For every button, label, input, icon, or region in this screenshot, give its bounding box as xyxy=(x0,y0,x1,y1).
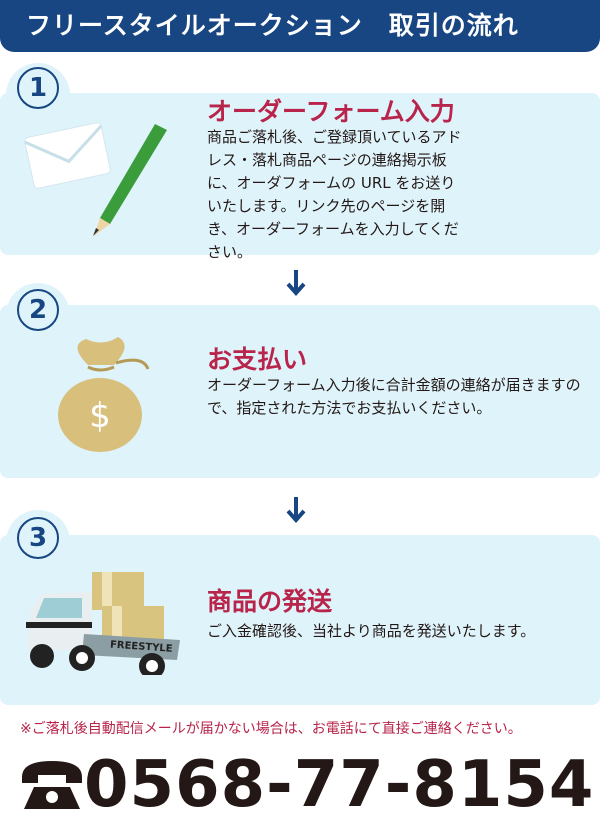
telephone-icon xyxy=(22,761,82,809)
step-3-title: 商品の発送 xyxy=(207,587,333,616)
arrow-down-icon xyxy=(286,270,306,296)
truck-label: FREESTYLE xyxy=(110,639,173,654)
step-2-title: お支払い xyxy=(207,345,308,374)
arrow-down-icon xyxy=(286,497,306,523)
truck-icon: FREESTYLE xyxy=(26,572,180,675)
step-3-panel xyxy=(0,535,600,705)
step-1-number: 1 xyxy=(17,67,59,109)
money-bag-icon: $ xyxy=(58,337,150,452)
step-2-body: オーダーフォーム入力後に合計金額の連絡が届きますので、指定された方法でお支払いく… xyxy=(207,376,581,417)
step-1-body: 商品ご落札後、ご登録頂いているアドレス・落札商品ページの連絡掲示板に、オーダフォ… xyxy=(207,128,462,261)
step-3-number: 3 xyxy=(17,517,59,559)
phone-number-text: 0568-77-8154 xyxy=(84,748,595,822)
envelope-pencil-icon xyxy=(24,122,167,236)
step-1-title: オーダーフォーム入力 xyxy=(207,97,455,126)
page-title: フリースタイルオークション 取引の流れ xyxy=(0,0,600,52)
phone-number[interactable]: 0568-77-8154 xyxy=(20,748,595,822)
step-3-body: ご入金確認後、当社より商品を発送いたします。 xyxy=(207,622,536,640)
step-2-number: 2 xyxy=(17,289,59,331)
svg-text:$: $ xyxy=(89,396,111,436)
notice-text: ※ご落札後自動配信メールが届かない場合は、お電話にて直接ご連絡ください。 xyxy=(20,721,522,737)
